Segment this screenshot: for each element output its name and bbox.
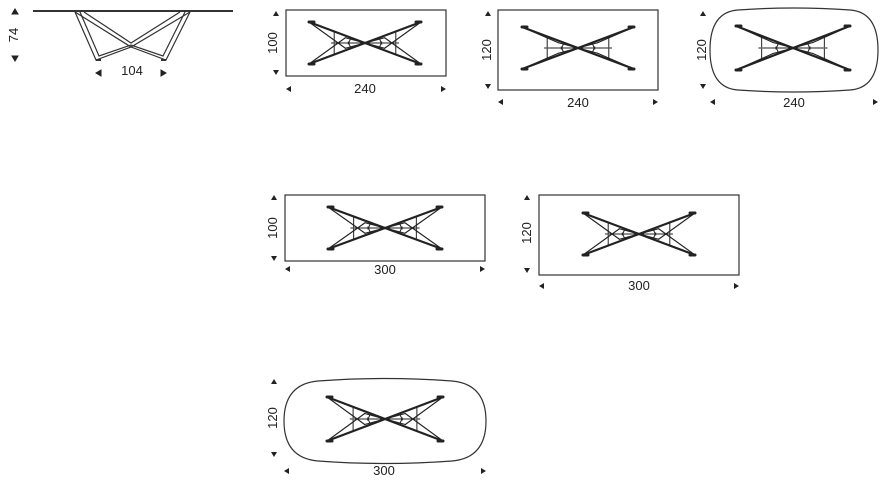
tabletop-outline-300x120 (538, 194, 740, 276)
tabletop-outline-300x100 (284, 194, 486, 262)
table-bases (307, 20, 852, 443)
table-plan-views (283, 7, 879, 465)
table-240x100-depth-label: 100 (265, 32, 280, 54)
side-view-height-label: 74 (6, 27, 21, 43)
table-300x120-width-label: 300 (628, 278, 650, 293)
table-oval-300x120-depth-label: 120 (265, 407, 280, 429)
tabletop-outline-240x120 (497, 9, 659, 91)
tabletop-outline-oval-240x120 (709, 7, 879, 93)
table-240x100-width-label: 240 (354, 81, 376, 96)
table-oval-240x120-width-label: 240 (783, 95, 805, 110)
side-view-legs (74, 11, 191, 61)
side-view-width-dimension (95, 69, 167, 77)
table-base-oval-300x120 (325, 395, 445, 443)
table-300x100-depth-label: 100 (265, 217, 280, 239)
table-base-240x100 (307, 20, 423, 66)
table-base-oval-240x120 (734, 24, 852, 72)
table-base-240x120 (520, 25, 636, 71)
table-oval-240x120-depth-label: 120 (694, 39, 709, 61)
table-240x120-width-label: 240 (567, 95, 589, 110)
tabletop-outline-oval-300x120 (283, 377, 487, 465)
table-240x120-depth-label: 120 (479, 39, 494, 61)
table-base-300x100 (326, 205, 444, 251)
side-view-height-dimension (11, 8, 19, 62)
table-base-300x120 (581, 211, 697, 257)
table-300x100-width-label: 300 (374, 262, 396, 277)
side-view (11, 8, 233, 77)
side-view-width-label: 104 (121, 63, 143, 78)
table-oval-300x120-width-label: 300 (373, 463, 395, 478)
tabletop-outline-240x100 (285, 9, 447, 77)
table-300x120-depth-label: 120 (519, 222, 534, 244)
dimension-arrows (271, 11, 878, 474)
